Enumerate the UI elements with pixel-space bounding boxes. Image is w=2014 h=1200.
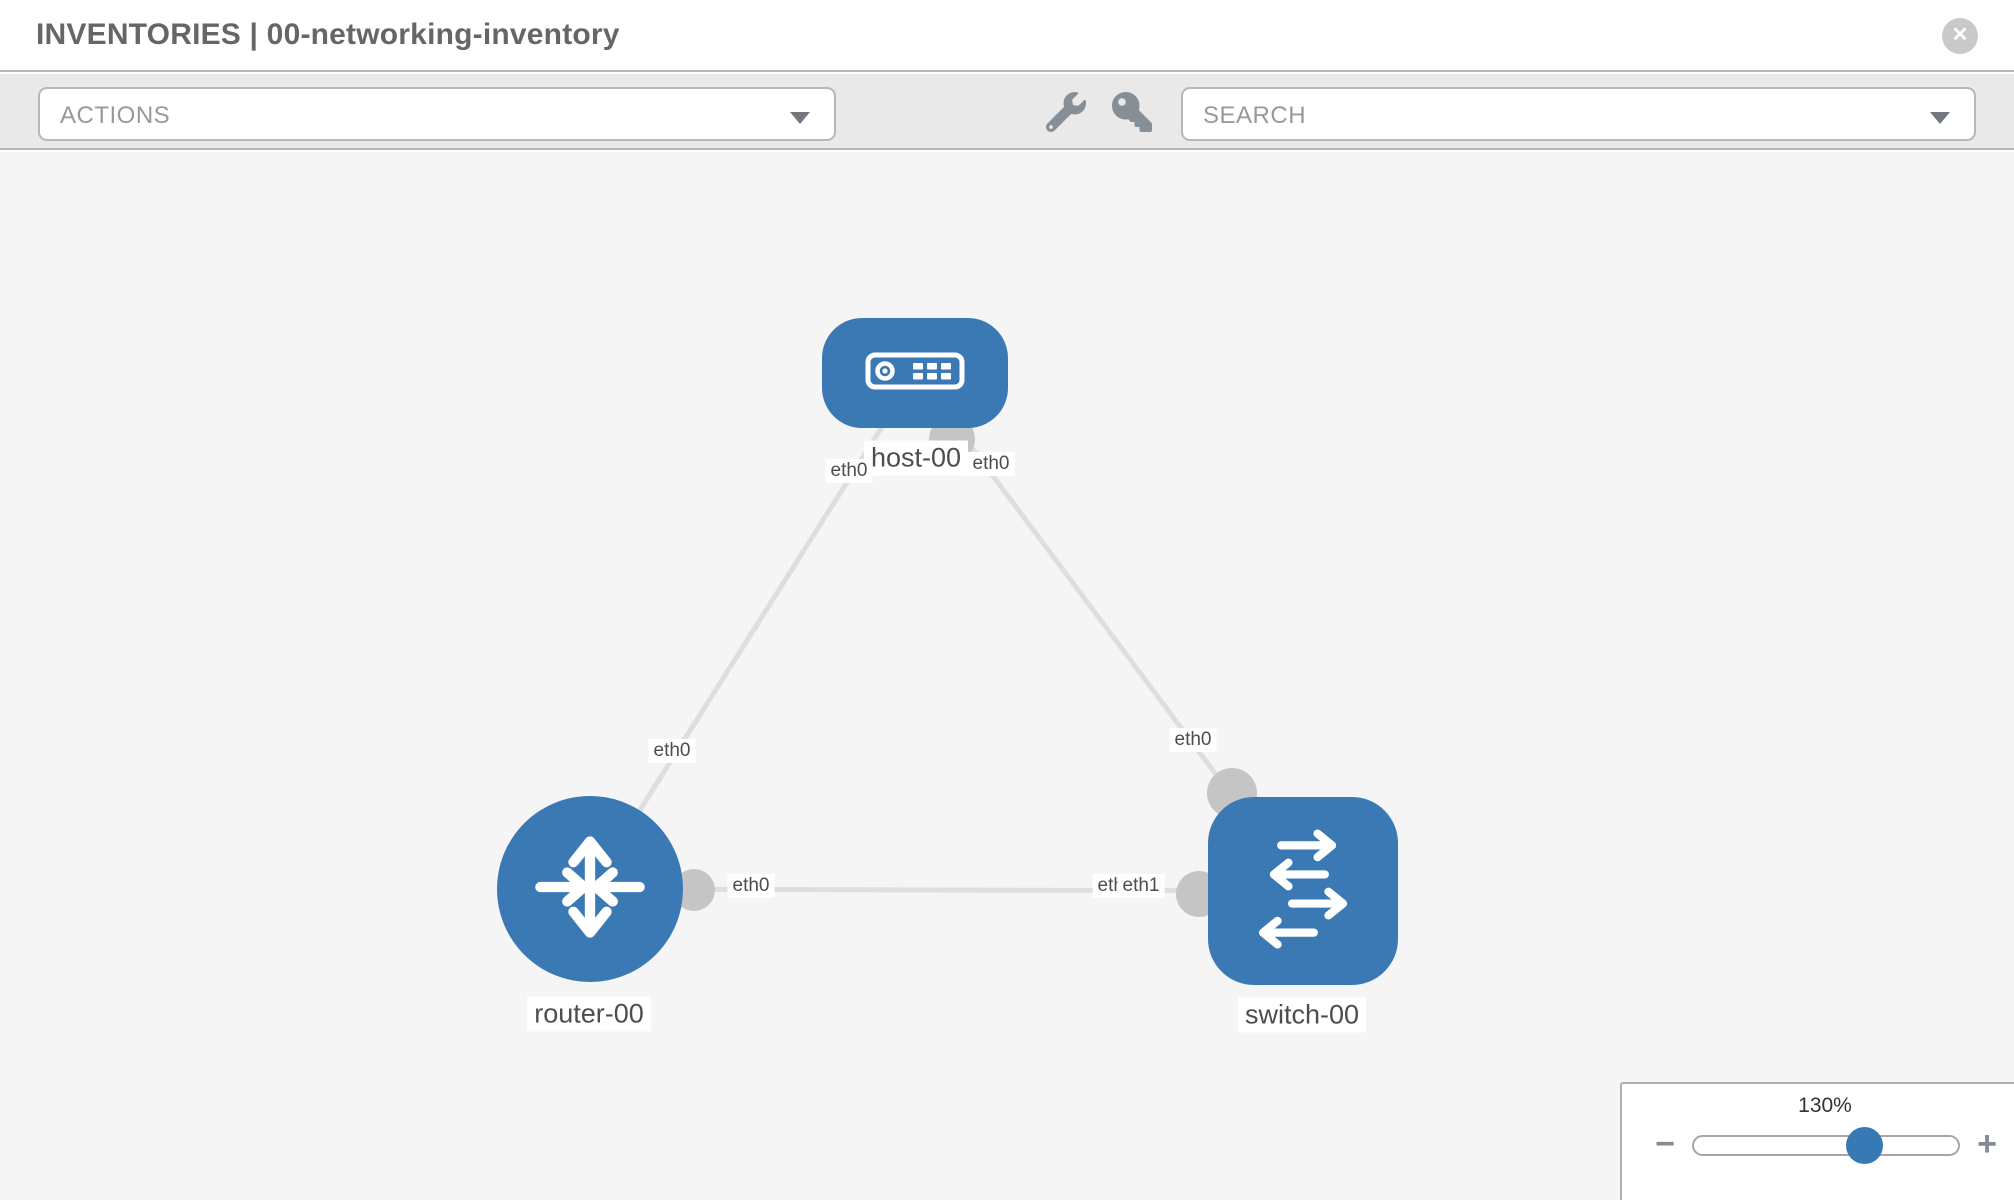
router-icon [528, 825, 652, 954]
zoom-control-panel: 130% − + [1620, 1082, 2014, 1200]
toolbar: ACTIONS SEARCH [0, 74, 2014, 150]
chevron-down-icon [790, 112, 810, 124]
server-icon [865, 352, 965, 395]
iface-label-host-eth0-right: eth0 [967, 452, 1015, 476]
node-label-host-00[interactable]: host-00 [863, 440, 969, 476]
page-header: INVENTORIES | 00-networking-inventory ✕ [0, 0, 2014, 72]
key-icon[interactable] [1112, 92, 1156, 136]
actions-dropdown-label: ACTIONS [60, 102, 171, 129]
search-dropdown[interactable]: SEARCH [1181, 87, 1976, 141]
link-lines [587, 371, 1306, 894]
chevron-down-icon [1930, 112, 1950, 124]
iface-label-switch-eth1: eth1 [1117, 874, 1165, 898]
page-title: INVENTORIES | 00-networking-inventory [36, 18, 620, 51]
node-label-switch-00[interactable]: switch-00 [1237, 997, 1367, 1033]
iface-label-switch-eth0-top: eth0 [1169, 728, 1217, 752]
switch-icon [1243, 825, 1363, 958]
search-dropdown-label: SEARCH [1203, 102, 1307, 129]
iface-label-host-eth0-left: eth0 [825, 459, 873, 483]
zoom-level-value: 130% [1798, 1094, 1852, 1117]
node-router-00[interactable] [497, 796, 683, 982]
close-button[interactable]: ✕ [1942, 18, 1978, 54]
close-icon: ✕ [1951, 24, 1969, 46]
iface-label-router-eth0-right: eth0 [727, 874, 775, 898]
node-host-00[interactable] [822, 318, 1008, 428]
node-switch-00[interactable] [1208, 797, 1398, 985]
node-label-router-00[interactable]: router-00 [527, 996, 651, 1032]
actions-dropdown[interactable]: ACTIONS [38, 87, 836, 141]
zoom-out-button[interactable]: − [1655, 1125, 1675, 1163]
wrench-icon[interactable] [1045, 92, 1090, 136]
topology-canvas[interactable]: host-00 router-00 switch-00 eth0 eth0 et… [0, 152, 2014, 1200]
zoom-slider-knob[interactable] [1846, 1127, 1883, 1164]
zoom-in-button[interactable]: + [1977, 1125, 1997, 1163]
zoom-slider-track[interactable] [1692, 1135, 1960, 1156]
iface-label-router-eth0-top: eth0 [648, 739, 696, 763]
